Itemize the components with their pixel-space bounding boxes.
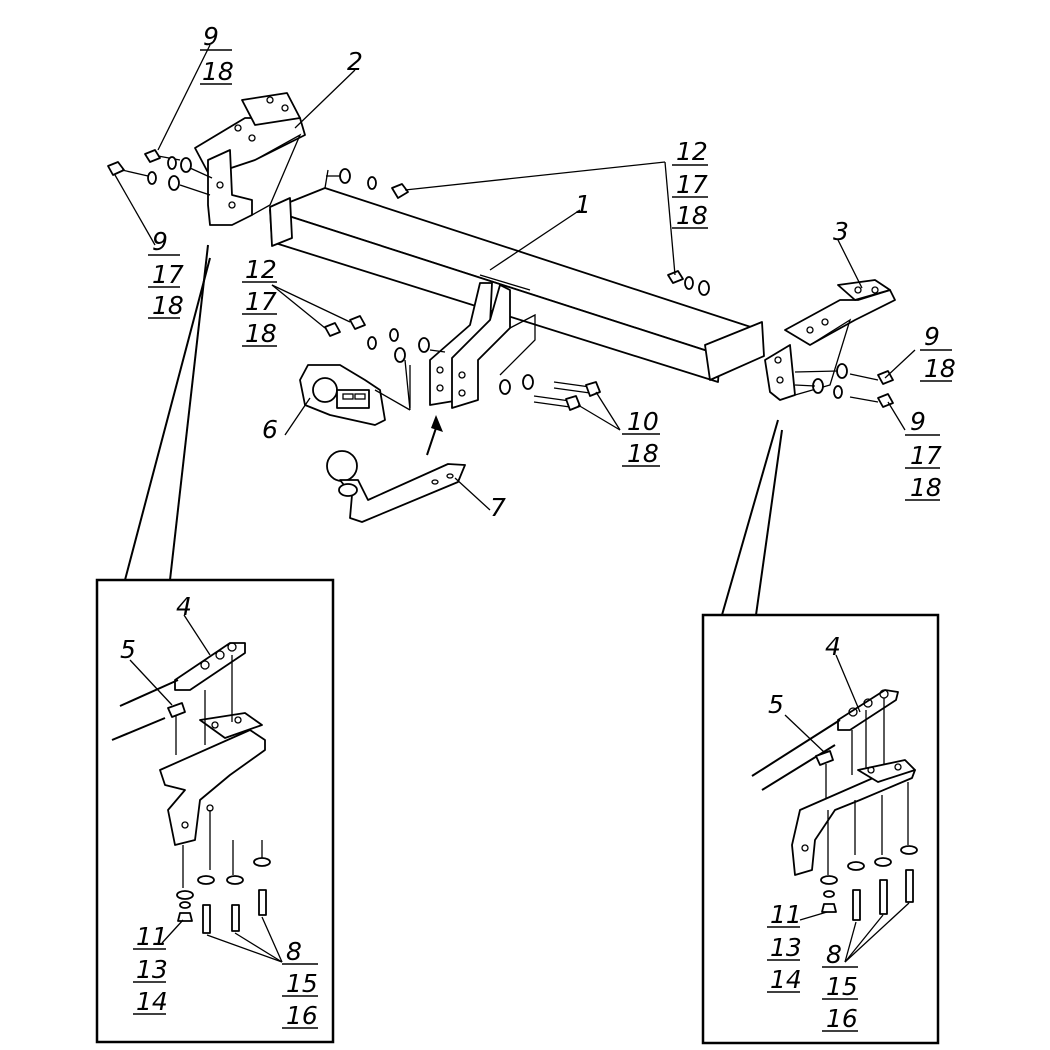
center-bolts [499,374,601,411]
label-13-ld: 13 [136,955,168,984]
mid-fasteners [324,315,446,363]
label-14-rd: 14 [770,965,802,994]
socket-plate [299,359,411,426]
label-8-ld: 8 [286,937,302,966]
label-2: 2 [347,47,363,76]
label-6: 6 [262,415,278,444]
label-12-ml: 12 [245,255,277,284]
label-4-rd: 4 [825,632,841,661]
right-bracket [764,279,896,401]
label-17-rl: 17 [910,441,942,470]
label-7: 7 [490,493,506,522]
label-4-ld: 4 [176,592,192,621]
label-5-ld: 5 [120,635,136,664]
label-18-tl: 18 [202,57,234,86]
label-18-ml: 18 [245,319,277,348]
right-detail-box [701,613,940,1045]
label-10: 10 [627,407,659,436]
label-5-rd: 5 [768,690,784,719]
label-15-ld: 15 [286,969,318,998]
label-18-c: 18 [627,439,659,468]
label-3: 3 [833,217,849,246]
label-14-ld: 14 [136,987,168,1016]
label-16-ld: 16 [286,1001,318,1030]
label-9-rl: 9 [910,407,926,436]
ball-hitch [326,450,466,523]
assembly-arrow [426,415,443,456]
label-11-rd: 11 [770,900,802,929]
label-11-ld: 11 [136,922,168,951]
label-18-rl: 18 [910,473,942,502]
label-18-r: 18 [924,354,956,383]
leader-lines [114,44,916,511]
center-mount-plate [429,282,536,409]
label-17-tr: 17 [676,170,708,199]
label-18-l: 18 [152,291,184,320]
label-9-l: 9 [152,227,168,256]
labels: 9 18 2 9 17 18 12 17 18 1 3 12 17 18 6 [120,22,956,1033]
label-15-rd: 15 [826,972,858,1001]
top-fasteners [326,168,409,199]
label-16-rd: 16 [826,1004,858,1033]
label-9-r: 9 [924,322,940,351]
detail-callouts [124,244,783,616]
left-fasteners [107,149,213,196]
label-17-l: 17 [152,260,184,289]
label-18-tr: 18 [676,201,708,230]
label-9-tl: 9 [203,22,219,51]
label-12-tr: 12 [676,137,708,166]
right-fasteners [667,270,894,408]
cross-beam [269,169,765,383]
label-1: 1 [575,190,591,219]
label-17-ml: 17 [245,287,277,316]
left-detail-box [95,578,335,1044]
label-13-rd: 13 [770,933,802,962]
left-bracket [194,92,306,226]
label-8-rd: 8 [826,940,842,969]
